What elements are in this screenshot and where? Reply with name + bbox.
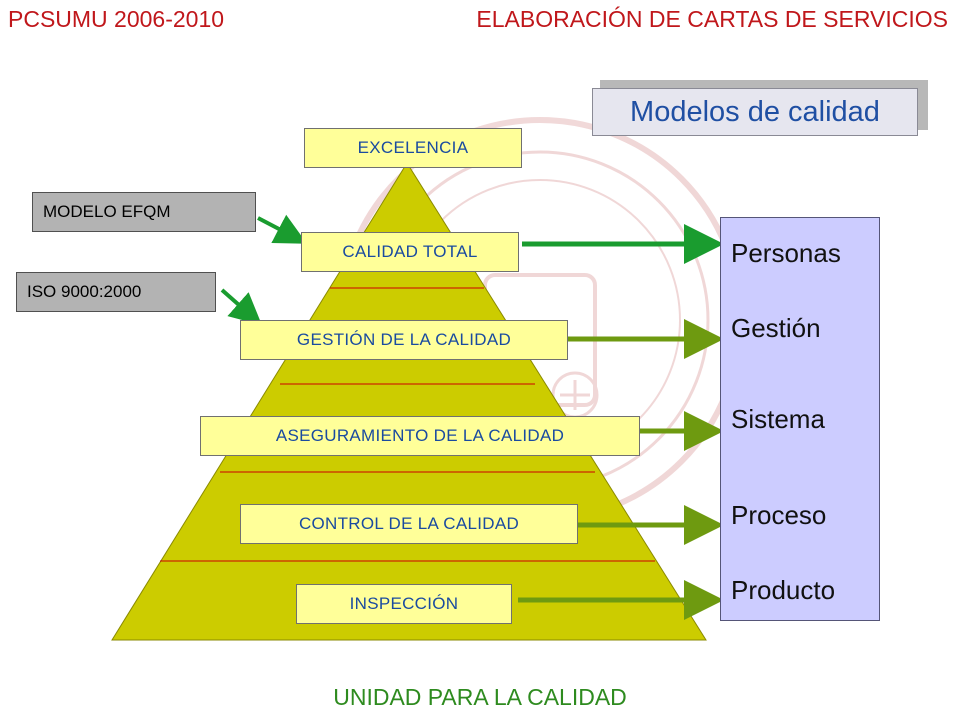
header-right: ELABORACIÓN DE CARTAS DE SERVICIOS <box>476 6 948 32</box>
category-proceso: Proceso <box>731 500 827 530</box>
label-modelo-efqm: MODELO EFQM <box>32 192 256 232</box>
header-left: PCSUMU 2006-2010 <box>8 6 225 32</box>
slide-title: Modelos de calidad <box>592 88 918 136</box>
level-excelencia: EXCELENCIA <box>304 128 522 168</box>
level-control-calidad: CONTROL DE LA CALIDAD <box>240 504 578 544</box>
label-iso-9000: ISO 9000:2000 <box>16 272 216 312</box>
level-inspeccion: INSPECCIÓN <box>296 584 512 624</box>
pyramid-separators <box>160 287 655 562</box>
category-sistema: Sistema <box>731 404 825 434</box>
category-gestion: Gestión <box>731 313 821 343</box>
categories-panel <box>720 217 880 621</box>
iso-arrow <box>220 288 262 326</box>
efqm-arrow <box>257 214 308 244</box>
level-gestion-calidad: GESTIÓN DE LA CALIDAD <box>240 320 568 360</box>
level-aseguramiento-calidad: ASEGURAMIENTO DE LA CALIDAD <box>200 416 640 456</box>
category-producto: Producto <box>731 575 836 605</box>
category-personas: Personas <box>731 238 841 268</box>
level-calidad-total: CALIDAD TOTAL <box>301 232 519 272</box>
footer: UNIDAD PARA LA CALIDAD <box>333 684 627 710</box>
